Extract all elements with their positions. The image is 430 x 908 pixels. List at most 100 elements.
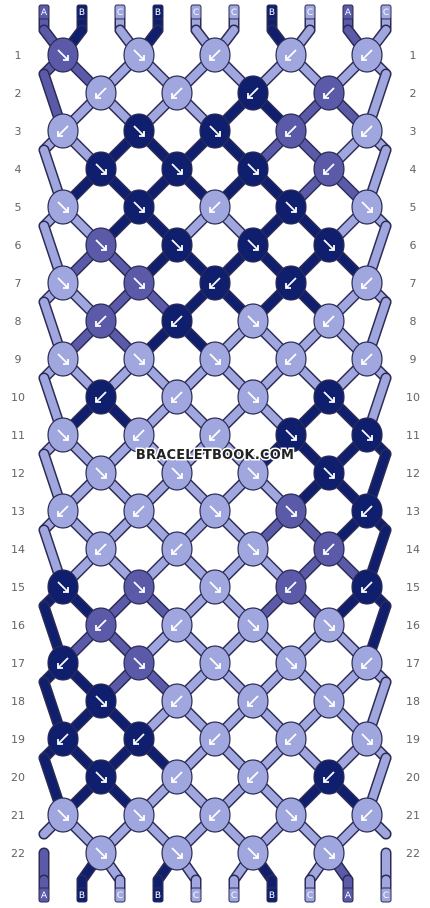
row-number-right: 7 xyxy=(410,277,417,290)
knot-arrow-icon xyxy=(247,619,259,631)
top-strand-label: A xyxy=(345,8,352,18)
bottom-strand-tab xyxy=(228,887,240,903)
knot-arrow-icon xyxy=(209,733,221,745)
knot xyxy=(47,721,79,757)
top-strand-tab xyxy=(114,4,126,20)
knot xyxy=(47,493,79,529)
knot-arrowhead-icon xyxy=(209,55,215,61)
knot-arrow-icon xyxy=(247,315,259,327)
knot-arrowhead-icon xyxy=(209,283,215,289)
knot-arrowhead-icon xyxy=(57,131,63,137)
knot-arrow-icon xyxy=(209,353,221,365)
knot-arrowhead-icon xyxy=(177,853,183,859)
knot-arrowhead-icon xyxy=(291,663,297,669)
row-number-right: 20 xyxy=(406,771,420,784)
knot xyxy=(275,797,307,833)
row-number-right: 21 xyxy=(406,809,420,822)
knot-arrow-icon xyxy=(285,277,297,289)
knot-arrow-icon xyxy=(361,125,373,137)
knot xyxy=(313,835,345,871)
top-strand-label: C xyxy=(307,8,313,18)
knot-arrowhead-icon xyxy=(63,359,69,365)
knot xyxy=(351,569,383,605)
knot xyxy=(47,113,79,149)
knot-arrow-icon xyxy=(247,847,259,859)
row-number-right: 17 xyxy=(406,657,420,670)
knot-arrow-icon xyxy=(95,847,107,859)
knot-arrowhead-icon xyxy=(323,549,329,555)
knot-arrowhead-icon xyxy=(63,587,69,593)
knot xyxy=(237,227,269,263)
knot xyxy=(199,341,231,377)
knot-arrowhead-icon xyxy=(209,739,215,745)
knot-arrow-icon xyxy=(361,733,373,745)
knot-arrow-icon xyxy=(247,87,259,99)
knot xyxy=(85,683,117,719)
knot xyxy=(199,37,231,73)
knot xyxy=(237,455,269,491)
top-strand-tab xyxy=(304,4,316,20)
knot-arrowhead-icon xyxy=(171,93,177,99)
knot-arrowhead-icon xyxy=(177,473,183,479)
knot-arrowhead-icon xyxy=(253,397,259,403)
knot-arrowhead-icon xyxy=(253,321,259,327)
knot-arrowhead-icon xyxy=(63,207,69,213)
knot-arrow-icon xyxy=(247,543,259,555)
knot-arrow-icon xyxy=(323,239,335,251)
knot-arrowhead-icon xyxy=(101,853,107,859)
knot xyxy=(47,189,79,225)
knot xyxy=(199,569,231,605)
top-strand-tab xyxy=(190,4,202,20)
knot-arrowhead-icon xyxy=(95,93,101,99)
knot-arrowhead-icon xyxy=(329,701,335,707)
knot xyxy=(161,75,193,111)
row-number-right: 14 xyxy=(406,543,420,556)
knot xyxy=(199,493,231,529)
knot xyxy=(351,189,383,225)
bottom-strand-label: C xyxy=(193,891,199,901)
knot xyxy=(313,683,345,719)
knot xyxy=(47,645,79,681)
knot-arrow-icon xyxy=(57,733,69,745)
knot-arrow-icon xyxy=(209,505,221,517)
knot-arrowhead-icon xyxy=(101,169,107,175)
knot-arrowhead-icon xyxy=(361,283,367,289)
knot-arrowhead-icon xyxy=(139,587,145,593)
knot-arrow-icon xyxy=(57,49,69,61)
knot-arrow-icon xyxy=(171,543,183,555)
knot xyxy=(161,151,193,187)
knot-arrowhead-icon xyxy=(291,207,297,213)
knot-arrow-icon xyxy=(171,847,183,859)
knot-arrowhead-icon xyxy=(139,55,145,61)
knot-arrow-icon xyxy=(133,429,145,441)
knot xyxy=(199,417,231,453)
knot xyxy=(275,341,307,377)
row-number-right: 3 xyxy=(410,125,417,138)
knot xyxy=(123,721,155,757)
bottom-strand-tab xyxy=(152,887,164,903)
knot-arrow-icon xyxy=(247,163,259,175)
bottom-strand-tab xyxy=(342,887,354,903)
row-number-right: 11 xyxy=(406,429,420,442)
knot-arrowhead-icon xyxy=(215,511,221,517)
knot-arrowhead-icon xyxy=(291,435,297,441)
knot xyxy=(85,151,117,187)
bottom-strand-tab xyxy=(38,887,50,903)
knot xyxy=(313,151,345,187)
knot-arrowhead-icon xyxy=(253,245,259,251)
row-number-left: 12 xyxy=(11,467,25,480)
knot-arrowhead-icon xyxy=(57,663,63,669)
knot-arrow-icon xyxy=(57,201,69,213)
knot xyxy=(275,417,307,453)
knot-arrowhead-icon xyxy=(101,473,107,479)
knot xyxy=(351,417,383,453)
knot-layer xyxy=(47,37,383,871)
knot xyxy=(123,265,155,301)
knot-arrow-icon xyxy=(171,391,183,403)
knot-arrow-icon xyxy=(247,391,259,403)
knot xyxy=(123,37,155,73)
knot-arrow-icon xyxy=(209,125,221,137)
row-number-right: 4 xyxy=(410,163,417,176)
